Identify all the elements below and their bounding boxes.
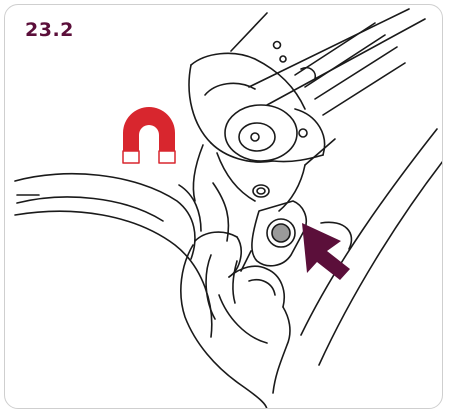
release-key xyxy=(241,201,306,271)
instruction-panel: 23.2 xyxy=(4,4,443,409)
hand xyxy=(181,232,290,409)
assembly-illustration xyxy=(5,5,443,409)
seat-shell xyxy=(15,174,212,337)
push-arrow-icon xyxy=(302,223,350,280)
magnet-icon xyxy=(123,107,175,163)
